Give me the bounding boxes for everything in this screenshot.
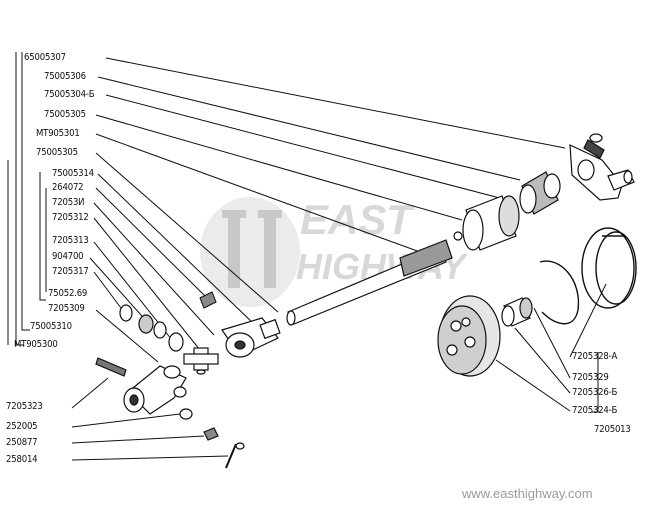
part-label: 75005306 [44,71,86,82]
part-label: 75052.69 [48,288,88,299]
flange-part [569,133,635,201]
disc-part [437,295,501,377]
part-label: 7205328-А [572,351,618,362]
part-label: 250877 [6,437,38,448]
part-label: 75005310 [30,321,72,332]
part-label: 7205013 [594,424,631,435]
sleeve-part [453,195,520,251]
shaft-part [286,239,453,326]
part-label: МТ905300 [14,339,58,350]
part-label: 72053И [52,197,85,208]
part-label: 7205309 [48,303,85,314]
part-label: 7205312 [52,212,89,223]
part-label: МТ905301 [36,128,80,139]
part-label: 75005314 [52,168,94,179]
yoke-lower-part [123,365,187,415]
part-label: 65005307 [24,52,66,63]
part-label: 7205313 [52,235,89,246]
part-label: 904700 [52,251,84,262]
yoke-upper-part [221,317,281,358]
cone-part [519,171,561,215]
part-label: 252005 [6,421,38,432]
circlip-part [539,260,580,325]
part-label: 7205324-Б [572,405,618,416]
ring-part [581,227,637,309]
part-label: 75005305 [44,109,86,120]
cross-part [183,347,219,375]
part-label: 264072 [52,182,84,193]
watermark-word-1: EAST [300,196,413,243]
fasteners [179,408,245,469]
part-label: 75005304-Б [44,89,95,100]
grease-fitting-part [199,291,217,309]
part-label: 7205317 [52,266,89,277]
bearing-parts [119,304,184,352]
bushing-part [501,297,533,327]
pin-part [95,357,127,377]
part-label: 258014 [6,454,38,465]
part-label: 7205326-Б [572,387,618,398]
part-label: 7205329 [572,372,609,383]
watermark-url: www.easthighway.com [462,486,593,501]
part-label: 75005305 [36,147,78,158]
part-label: 7205323 [6,401,43,412]
